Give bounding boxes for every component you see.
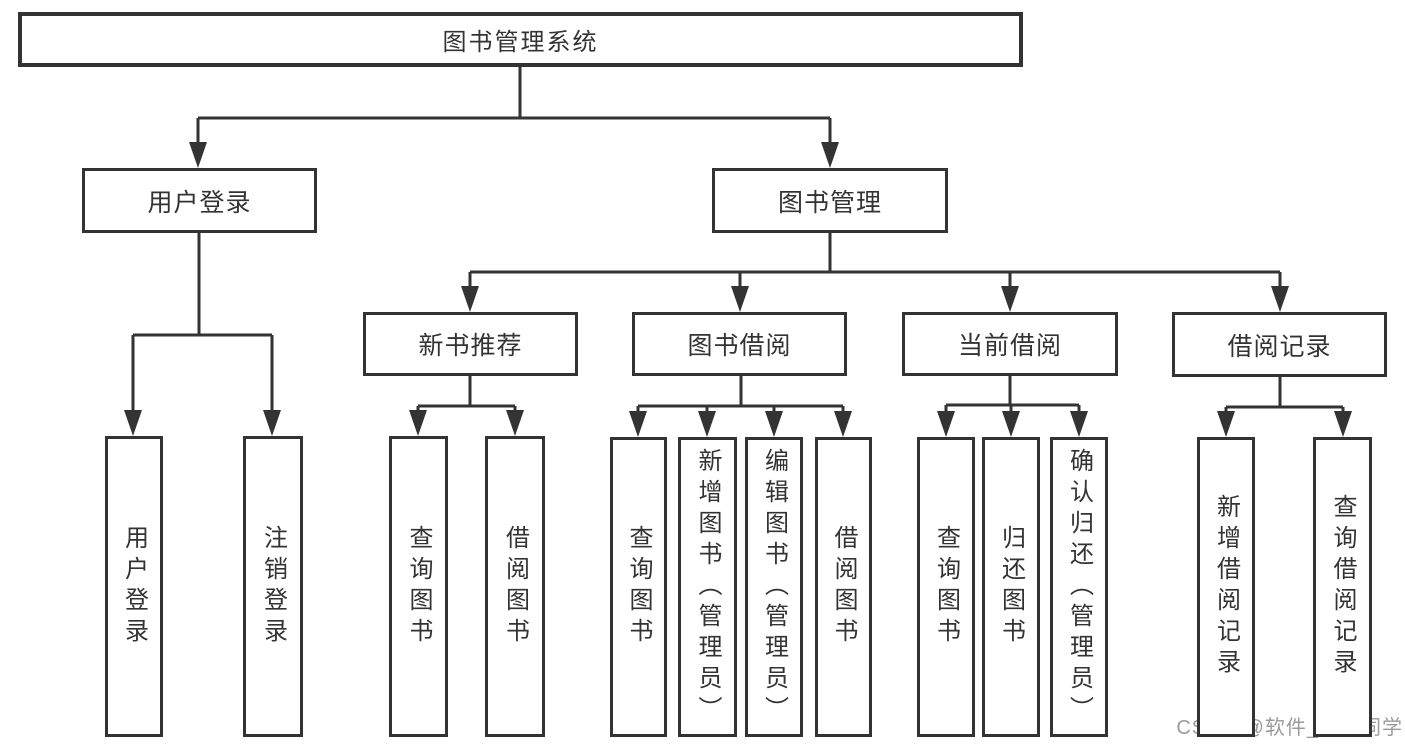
node-book-borrowing: 图书借阅 [632, 312, 847, 376]
arrowhead-down-icon [263, 410, 281, 436]
node-new-book-recommend: 新书推荐 [363, 312, 578, 376]
node-borrowing-records: 借阅记录 [1172, 312, 1387, 377]
arrowhead-down-icon [765, 411, 783, 437]
arrowhead-down-icon [124, 410, 142, 436]
node-leaf-borrow-books-new: 借阅图书 [485, 436, 545, 737]
node-leaf-borrow-books: 借阅图书 [815, 437, 872, 737]
node-leaf-query-books-new: 查询图书 [389, 436, 448, 737]
node-leaf-query-books-borrow: 查询图书 [610, 437, 667, 737]
arrowhead-down-icon [1001, 286, 1019, 312]
node-leaf-query-borrow-record: 查询借阅记录 [1313, 437, 1372, 737]
node-root: 图书管理系统 [18, 12, 1023, 67]
arrowhead-down-icon [1002, 411, 1020, 437]
arrowhead-down-icon [506, 410, 524, 436]
arrowhead-down-icon [1334, 411, 1352, 437]
arrowhead-down-icon [821, 142, 839, 168]
node-current-borrowing: 当前借阅 [902, 312, 1118, 376]
arrowhead-down-icon [731, 286, 749, 312]
arrowhead-down-icon [409, 410, 427, 436]
node-leaf-logout: 注销登录 [243, 436, 303, 737]
node-leaf-query-books-cur: 查询图书 [917, 437, 975, 737]
node-leaf-return-books: 归还图书 [982, 437, 1040, 737]
node-leaf-edit-books: 编辑图书（管理员） [745, 437, 803, 737]
node-leaf-add-books: 新增图书（管理员） [678, 437, 737, 737]
arrowhead-down-icon [698, 411, 716, 437]
arrowhead-down-icon [629, 411, 647, 437]
node-user-login: 用户登录 [82, 168, 317, 233]
node-book-management: 图书管理 [712, 168, 948, 233]
node-leaf-user-login: 用户登录 [105, 436, 163, 737]
arrowhead-down-icon [1271, 286, 1289, 312]
arrowhead-down-icon [189, 142, 207, 168]
arrowhead-down-icon [834, 411, 852, 437]
arrowhead-down-icon [937, 411, 955, 437]
node-leaf-confirm-return: 确认归还（管理员） [1050, 437, 1108, 737]
arrowhead-down-icon [1217, 411, 1235, 437]
arrowhead-down-icon [1070, 411, 1088, 437]
node-leaf-add-borrow-record: 新增借阅记录 [1197, 437, 1255, 737]
arrowhead-down-icon [461, 286, 479, 312]
